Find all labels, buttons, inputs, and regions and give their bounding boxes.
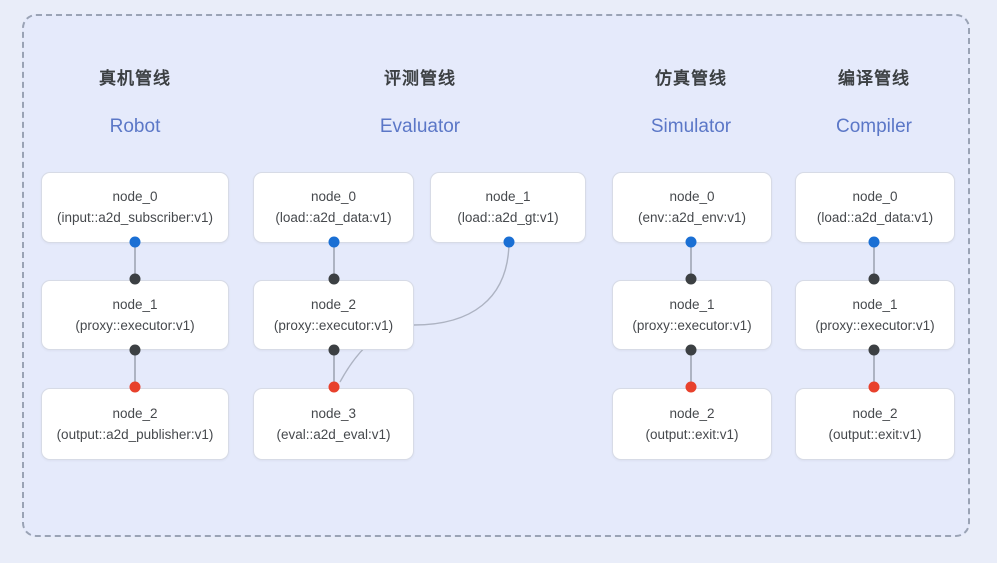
node-name: node_0	[852, 189, 898, 204]
node-type: (proxy::executor:v1)	[273, 317, 394, 333]
node-evaluator-3[interactable]: node_3 (eval::a2d_eval:v1)	[253, 388, 414, 460]
port-input-robot-2[interactable]	[129, 381, 141, 393]
edge-simulator-0-1	[690, 242, 692, 278]
port-output-simulator-1[interactable]	[685, 344, 697, 356]
column-header-compiler: 编译管线 Compiler	[836, 64, 912, 138]
node-evaluator-1[interactable]: node_1 (load::a2d_gt:v1)	[430, 172, 586, 243]
node-name: node_2	[669, 405, 715, 421]
port-input-simulator-2[interactable]	[685, 381, 697, 393]
node-name: node_0	[669, 189, 715, 204]
node-name: node_0	[112, 189, 158, 204]
column-title-cn-compiler: 编译管线	[838, 69, 910, 88]
node-type: (load::a2d_data:v1)	[816, 210, 934, 225]
node-name: node_2	[852, 405, 898, 421]
node-evaluator-2[interactable]: node_2 (proxy::executor:v1)	[253, 280, 414, 350]
node-type: (load::a2d_gt:v1)	[457, 210, 559, 225]
node-type: (output::exit:v1)	[828, 426, 922, 442]
node-type: (output::a2d_publisher:v1)	[56, 426, 214, 442]
node-name: node_2	[310, 296, 357, 312]
port-output-robot-0[interactable]	[129, 236, 141, 248]
node-compiler-2[interactable]: node_2 (output::exit:v1)	[795, 388, 955, 460]
node-name: node_0	[310, 189, 357, 204]
port-output-evaluator-2[interactable]	[328, 344, 340, 356]
column-title-en-simulator: Simulator	[650, 116, 732, 137]
port-output-simulator-0[interactable]	[685, 236, 697, 248]
column-title-en-robot: Robot	[109, 116, 161, 137]
node-type: (output::exit:v1)	[645, 426, 739, 442]
column-title-en-evaluator: Evaluator	[379, 116, 461, 137]
port-input-simulator-1[interactable]	[685, 273, 697, 285]
port-output-evaluator-0[interactable]	[328, 236, 340, 248]
edge-compiler-1-2	[873, 350, 875, 386]
node-type: (proxy::executor:v1)	[75, 317, 195, 333]
node-robot-1[interactable]: node_1 (proxy::executor:v1)	[41, 280, 229, 350]
node-robot-2[interactable]: node_2 (output::a2d_publisher:v1)	[41, 388, 229, 460]
node-name: node_2	[112, 405, 158, 421]
column-header-robot: 真机管线 Robot	[99, 64, 171, 138]
port-output-compiler-1[interactable]	[868, 344, 880, 356]
edge-robot-1-2	[134, 350, 136, 386]
node-type: (eval::a2d_eval:v1)	[276, 426, 391, 442]
column-header-simulator: 仿真管线 Simulator	[651, 64, 731, 138]
node-type: (input::a2d_subscriber:v1)	[56, 210, 214, 225]
node-simulator-0[interactable]: node_0 (env::a2d_env:v1)	[612, 172, 772, 243]
column-title-cn-robot: 真机管线	[99, 69, 171, 88]
node-compiler-1[interactable]: node_1 (proxy::executor:v1)	[795, 280, 955, 350]
node-name: node_1	[852, 296, 898, 312]
node-robot-0[interactable]: node_0 (input::a2d_subscriber:v1)	[41, 172, 229, 243]
port-input-compiler-1[interactable]	[868, 273, 880, 285]
column-header-evaluator: 评测管线 Evaluator	[380, 64, 460, 138]
node-compiler-0[interactable]: node_0 (load::a2d_data:v1)	[795, 172, 955, 243]
port-input-evaluator-3[interactable]	[328, 381, 340, 393]
edge-compiler-0-1	[873, 242, 875, 278]
edge-simulator-1-2	[690, 350, 692, 386]
column-title-cn-evaluator: 评测管线	[384, 69, 456, 88]
column-title-cn-simulator: 仿真管线	[655, 69, 727, 88]
node-name: node_3	[310, 405, 357, 421]
edge-evaluator-2-3	[333, 350, 335, 386]
column-title-en-compiler: Compiler	[835, 116, 913, 137]
node-type: (proxy::executor:v1)	[815, 317, 935, 333]
port-input-evaluator-2[interactable]	[328, 273, 340, 285]
node-type: (load::a2d_data:v1)	[275, 210, 392, 225]
node-name: node_1	[669, 296, 715, 312]
edge-evaluator-0-2	[333, 242, 335, 278]
node-name: node_1	[112, 296, 158, 312]
node-type: (proxy::executor:v1)	[632, 317, 752, 333]
node-simulator-1[interactable]: node_1 (proxy::executor:v1)	[612, 280, 772, 350]
port-output-compiler-0[interactable]	[868, 236, 880, 248]
port-output-evaluator-1[interactable]	[503, 236, 515, 248]
node-type: (env::a2d_env:v1)	[637, 210, 747, 225]
edge-robot-0-1	[134, 242, 136, 278]
node-name: node_1	[485, 189, 531, 204]
node-simulator-2[interactable]: node_2 (output::exit:v1)	[612, 388, 772, 460]
node-evaluator-0[interactable]: node_0 (load::a2d_data:v1)	[253, 172, 414, 243]
port-output-robot-1[interactable]	[129, 344, 141, 356]
port-input-compiler-2[interactable]	[868, 381, 880, 393]
port-input-robot-1[interactable]	[129, 273, 141, 285]
